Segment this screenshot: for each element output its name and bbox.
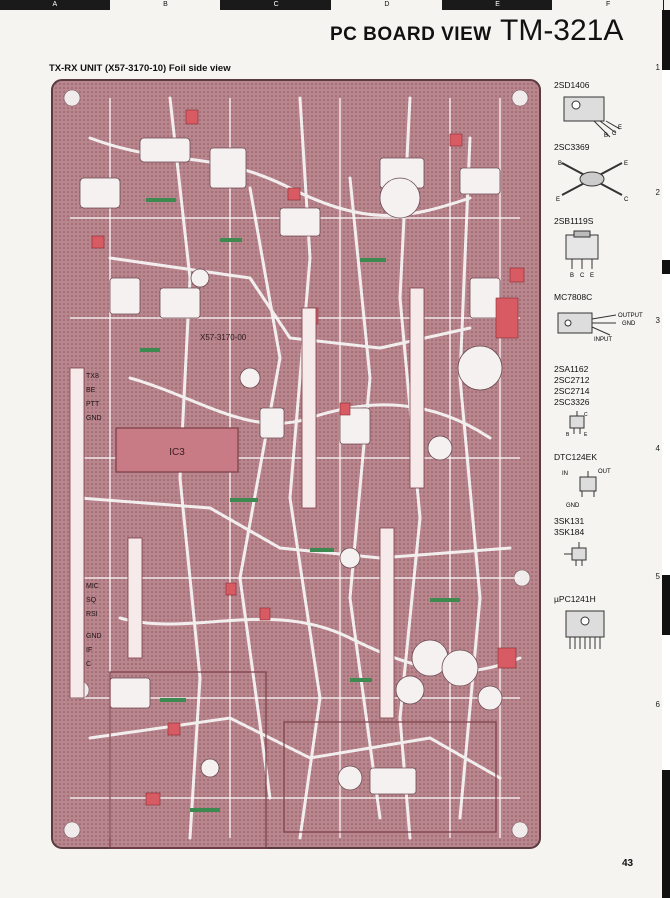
part-label-alt: 3SK184: [554, 527, 585, 537]
row-tick: [662, 10, 670, 70]
capacitor-pads: [190, 177, 503, 791]
grid-row-1: 1: [655, 63, 660, 72]
connector-label: C: [86, 661, 91, 668]
grid-column-c: C: [221, 0, 333, 10]
svg-text:B: B: [558, 161, 562, 167]
pc-board-illustration: IC3 X57-3170-00 TX8 BE PTT GND MIC SQ RS…: [51, 79, 541, 849]
legend-part-3sk131: 3SK131 3SK184: [554, 516, 659, 572]
grid-column-e: E: [442, 0, 554, 10]
svg-text:C: C: [612, 131, 617, 137]
sot23-transistor-icon: B E C: [566, 411, 588, 436]
row-tick: [662, 770, 670, 898]
svg-text:OUTPUT: OUTPUT: [618, 313, 643, 319]
svg-text:B: B: [570, 273, 574, 277]
svg-text:E: E: [624, 161, 628, 167]
ic3-package: [115, 427, 239, 473]
page-number: 43: [622, 858, 634, 869]
part-label: MC7808C: [554, 292, 593, 302]
grid-column-b: B: [110, 0, 222, 10]
pc-board: IC3 X57-3170-00 TX8 BE PTT GND MIC SQ RS…: [50, 78, 542, 850]
board-sections: [109, 671, 497, 849]
column-grid-bar: A B C D E F: [0, 0, 665, 10]
svg-text:B: B: [566, 432, 570, 436]
svg-text:E: E: [590, 273, 594, 277]
connector-label: TX8: [86, 373, 99, 380]
connector-label: GND: [86, 415, 102, 422]
regulator-icon: OUTPUT GND INPUT: [557, 312, 643, 343]
power-transistor-icon: B C E: [565, 230, 599, 277]
connector-label: GND: [86, 633, 102, 640]
to220-transistor-icon: B C E: [563, 96, 622, 139]
part-label: 3SK131: [554, 516, 585, 526]
board-part-number: X57-3170-00: [200, 333, 247, 342]
row-tick: [662, 575, 670, 635]
svg-text:INPUT: INPUT: [594, 337, 612, 343]
part-label-alt: 2SC3326: [554, 397, 590, 407]
svg-text:E: E: [556, 197, 560, 203]
row-tick: [662, 260, 670, 274]
page-title: PC BOARD VIEW: [330, 24, 492, 45]
ic-rows: [69, 287, 425, 719]
sip-ic-icon: [565, 610, 605, 649]
grid-row-2: 2: [655, 188, 660, 197]
part-label: µPC1241H: [554, 594, 596, 604]
legend-part-upc1241h: µPC1241H: [554, 594, 659, 653]
svg-text:GND: GND: [622, 321, 636, 327]
svg-text:C: C: [580, 273, 585, 277]
model-number: TM-321A: [500, 14, 624, 47]
grid-row-4: 4: [655, 444, 660, 453]
legend-part-dtc124ek: DTC124EK IN OUT GND: [554, 452, 659, 509]
part-label: 2SB1119S: [554, 216, 594, 226]
rf-stripline-transistor-icon: B E E C: [556, 161, 629, 203]
svg-text:C: C: [584, 412, 588, 418]
digital-transistor-icon: IN OUT GND: [562, 469, 611, 509]
connector-label: PTT: [86, 401, 100, 408]
grid-column-a: A: [0, 0, 111, 10]
svg-text:IN: IN: [562, 471, 568, 477]
part-label: 2SC3369: [554, 142, 590, 152]
grid-row-3: 3: [655, 316, 660, 325]
legend-part-2sa1162: 2SA1162 2SC2712 2SC2714 2SC3326 B E C: [554, 364, 659, 436]
legend-part-2sd1406: 2SD1406 B C E: [554, 80, 659, 139]
connector-label: SQ: [86, 597, 97, 604]
svg-text:C: C: [624, 197, 629, 203]
silkscreen-markings: [140, 198, 460, 812]
grid-row-6: 6: [655, 700, 660, 709]
connector-label: BE: [86, 387, 96, 394]
board-subtitle: TX-RX UNIT (X57-3170-10) Foil side view: [49, 63, 231, 74]
grid-column-d: D: [332, 0, 443, 10]
connector-label: IF: [86, 647, 92, 654]
part-label: 2SD1406: [554, 80, 590, 90]
svg-text:GND: GND: [566, 503, 580, 509]
part-label: 2SA1162: [554, 364, 589, 374]
legend-part-2sc3369: 2SC3369 B E E C: [554, 142, 659, 203]
grid-row-5: 5: [655, 572, 660, 581]
part-label: DTC124EK: [554, 452, 597, 462]
svg-text:E: E: [584, 432, 588, 436]
connector-label: RSI: [86, 611, 98, 618]
svg-text:OUT: OUT: [598, 469, 611, 475]
ic3-label: IC3: [169, 447, 185, 458]
connector-label: MIC: [86, 583, 99, 590]
component-pads: [79, 137, 501, 795]
svg-text:E: E: [618, 125, 622, 131]
legend-part-2sb1119s: 2SB1119S B C E: [554, 216, 659, 277]
grid-column-f: F: [553, 0, 665, 10]
dual-gate-fet-icon: [564, 542, 587, 566]
part-label-alt: 2SC2714: [554, 386, 590, 396]
part-label-alt: 2SC2712: [554, 375, 590, 385]
svg-text:B: B: [604, 133, 608, 139]
connector-labels: TX8 BE PTT GND MIC SQ RSI GND IF C: [86, 373, 102, 668]
legend-part-mc7808c: MC7808C OUTPUT GND INPUT: [554, 292, 659, 345]
row-grid-bar: [662, 10, 670, 898]
